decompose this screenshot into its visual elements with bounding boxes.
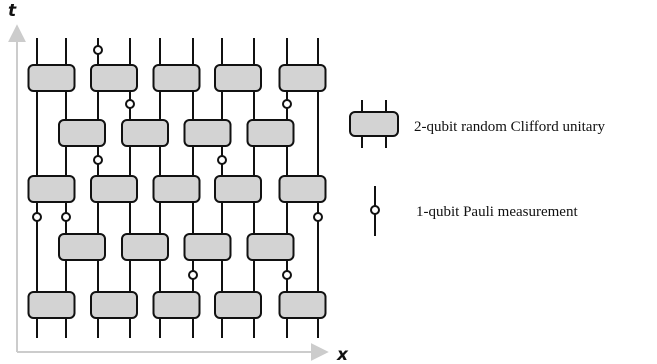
clifford-gate <box>183 233 232 261</box>
pauli-measurement <box>32 212 42 222</box>
pauli-measurement <box>125 99 135 109</box>
measurement-markers <box>32 45 323 280</box>
clifford-gate <box>214 64 262 92</box>
legend-measurement-label: 1-qubit Pauli measurement <box>416 204 578 220</box>
clifford-gate <box>214 175 262 203</box>
pauli-measurement <box>282 270 292 280</box>
clifford-gate <box>278 175 327 203</box>
clifford-gate <box>246 119 295 147</box>
clifford-gate <box>90 64 138 92</box>
clifford-gate <box>214 291 262 319</box>
clifford-gate <box>278 64 327 92</box>
legend-measurement-icon <box>370 186 380 236</box>
pauli-measurement <box>217 155 227 165</box>
clifford-gate <box>58 233 106 261</box>
legend-gate-icon <box>349 100 399 148</box>
clifford-gate <box>152 64 201 92</box>
clifford-gate <box>152 291 201 319</box>
clifford-gate <box>278 291 327 319</box>
clifford-gate <box>90 175 138 203</box>
pauli-measurement <box>188 270 198 280</box>
clifford-gate <box>90 291 138 319</box>
gate-grid <box>27 64 327 319</box>
pauli-measurement <box>93 45 103 55</box>
clifford-gate <box>152 175 201 203</box>
clifford-gate <box>27 64 76 92</box>
clifford-gate <box>246 233 295 261</box>
x-axis-label: x <box>336 345 349 364</box>
legend: 2-qubit random Clifford unitary 1-qubit … <box>349 100 605 236</box>
clifford-gate <box>121 119 169 147</box>
pauli-measurement <box>61 212 71 222</box>
pauli-measurement <box>282 99 292 109</box>
pauli-measurement <box>313 212 323 222</box>
pauli-measurement <box>93 155 103 165</box>
t-axis-label: t <box>8 1 17 21</box>
clifford-gate <box>121 233 169 261</box>
clifford-gate <box>58 119 106 147</box>
clifford-gate <box>27 291 76 319</box>
clifford-gate <box>27 175 76 203</box>
clifford-gate <box>183 119 232 147</box>
legend-gate-label: 2-qubit random Clifford unitary <box>414 119 605 135</box>
